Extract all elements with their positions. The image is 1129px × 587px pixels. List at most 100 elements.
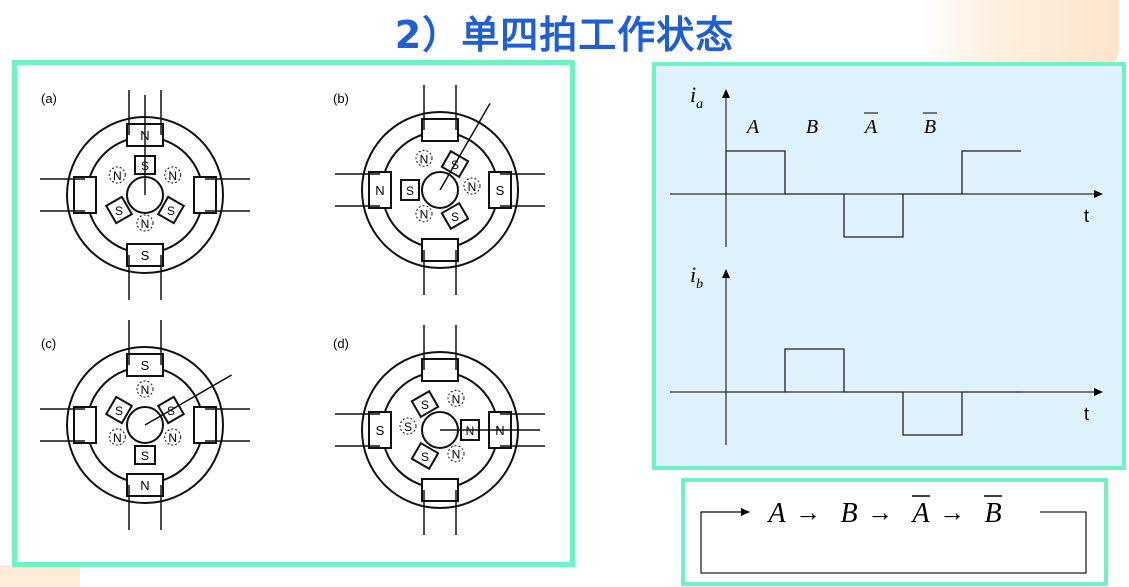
- rotor-tooth-label: S: [451, 210, 459, 224]
- y-label-sub: b: [696, 277, 703, 292]
- y-label-sub: a: [696, 97, 703, 112]
- induced-pole-marker: [447, 445, 465, 463]
- current-trace: [725, 150, 1021, 238]
- stator-pole-left: [368, 171, 392, 209]
- sequence-item: A: [910, 498, 930, 529]
- stator-pole-right: [193, 406, 217, 444]
- figure-label: (d): [333, 336, 349, 351]
- rotor-tooth: [134, 445, 156, 465]
- induced-pole-label: N: [468, 180, 477, 194]
- induced-pole-label: N: [452, 392, 461, 406]
- induced-pole-label: N: [113, 431, 122, 445]
- rotor-tooth-label: S: [167, 404, 175, 418]
- sequence-item: B: [984, 498, 1001, 529]
- induced-pole-marker: [415, 149, 433, 167]
- phase-label: B: [924, 116, 936, 138]
- induced-pole-label: N: [168, 169, 177, 183]
- figure-label: (c): [41, 336, 56, 351]
- motor-diagram-a: (a)NSSNSNSN: [40, 90, 250, 300]
- rotor-tooth-label: S: [115, 204, 123, 218]
- sequence-arrow: →: [867, 497, 893, 527]
- stator-pole-bottom: [126, 473, 164, 497]
- rotor-tooth: [410, 389, 440, 419]
- rotor-tooth: [410, 441, 440, 471]
- induced-pole-marker: [108, 166, 126, 184]
- rotor-tooth: [440, 201, 470, 231]
- rotor-tooth-label: S: [167, 204, 175, 218]
- induced-pole-marker: [463, 177, 481, 195]
- induced-pole-marker: [136, 380, 154, 398]
- phase-label: A: [745, 116, 760, 138]
- slide-title: 2）单四拍工作状态: [394, 13, 735, 57]
- figure-label: (b): [333, 91, 349, 106]
- rotor-tooth: [156, 195, 186, 225]
- rotor-tooth-label: S: [115, 404, 123, 418]
- stator-pole-label: S: [496, 183, 505, 198]
- stator-outer-ring: [361, 111, 519, 269]
- stator-pole-left: [73, 406, 97, 444]
- motor-diagram-d: (d)SNNNSSSN: [333, 325, 545, 535]
- induced-pole-label: N: [452, 448, 461, 462]
- induced-pole-label: N: [168, 431, 177, 445]
- stator-pole-label: S: [141, 248, 150, 263]
- rotor-axis-line: [144, 374, 232, 426]
- induced-pole-marker: [108, 428, 126, 446]
- rotor-tooth-label: S: [421, 398, 429, 412]
- induced-pole-marker: [164, 166, 182, 184]
- waveform-ia: ia t: [670, 82, 1103, 247]
- y-axis-label: ib: [690, 262, 703, 292]
- figure-label: (a): [41, 91, 57, 106]
- y-axis-label: ia: [690, 82, 703, 112]
- induced-pole-label: N: [420, 152, 429, 166]
- rotor-tooth-label: S: [141, 449, 149, 463]
- t-axis-label: t: [1084, 206, 1089, 226]
- stepper-motor-diagrams: (a)NSSNSNSN(b)NSSNSNSN(c)SNSNSNSN(d)SNNN…: [40, 85, 545, 535]
- induced-pole-marker: [136, 214, 154, 232]
- induced-pole-label: N: [141, 383, 150, 397]
- current-trace: [726, 348, 1021, 436]
- induced-pole-label: S: [404, 420, 412, 434]
- stator-pole-bottom: [126, 243, 164, 267]
- stator-pole-top: [421, 358, 459, 382]
- decorative-background: [0, 565, 80, 587]
- sequence-panel: A→B→A→B: [681, 478, 1108, 586]
- rotor-tooth-label: N: [466, 424, 475, 438]
- stator-pole-top: [126, 353, 164, 377]
- stator-pole-bottom: [421, 478, 459, 502]
- phase-label: B: [806, 116, 818, 138]
- y-label-main: i: [690, 82, 696, 107]
- stator-pole-label: N: [375, 183, 384, 198]
- stator-pole-label: S: [141, 358, 150, 373]
- motor-diagrams-panel: (a)NSSNSNSN(b)NSSNSNSN(c)SNSNSNSN(d)SNNN…: [12, 60, 575, 567]
- y-label-main: i: [690, 262, 696, 287]
- induced-pole-label: N: [113, 169, 122, 183]
- stator-pole-left: [368, 411, 392, 449]
- phase-sequence: A→B→A→B: [700, 495, 1087, 574]
- induced-pole-marker: [447, 389, 465, 407]
- induced-pole-marker: [164, 428, 182, 446]
- stator-outer-ring: [66, 346, 224, 504]
- motor-diagram-b: (b)NSSNSNSN: [333, 85, 545, 295]
- induced-pole-marker: [415, 205, 433, 223]
- stator-pole-bottom: [421, 238, 459, 262]
- sequence-arrow: →: [939, 497, 965, 527]
- stator-pole-label: N: [140, 478, 149, 493]
- t-axis-label: t: [1084, 404, 1089, 424]
- rotor-tooth-label: S: [421, 450, 429, 464]
- waveform-ib: ib t: [670, 262, 1103, 445]
- phase-label: A: [863, 116, 878, 138]
- stator-pole-right: [193, 176, 217, 214]
- rotor-tooth: [104, 195, 134, 225]
- decorative-background: [919, 0, 1119, 70]
- rotor-tooth-label: S: [406, 184, 414, 198]
- stator-pole-left: [73, 176, 97, 214]
- stator-pole-right: [488, 171, 512, 209]
- induced-pole-label: N: [141, 217, 150, 231]
- induced-pole-marker: [399, 417, 417, 435]
- sequence-item: A: [766, 498, 786, 529]
- induced-pole-label: N: [420, 208, 429, 222]
- sequence-arrow: →: [795, 497, 821, 527]
